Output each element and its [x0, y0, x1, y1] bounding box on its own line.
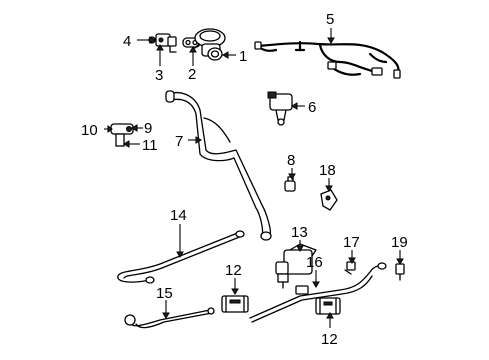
callout-2: 2: [188, 66, 196, 83]
callout-14: 14: [170, 207, 187, 224]
callout-3: 3: [155, 67, 163, 84]
part-fitting: [284, 176, 296, 192]
callout-13: 13: [291, 224, 308, 241]
part-sensor-bracket: [148, 33, 177, 53]
part-canister-left: [221, 295, 249, 313]
callout-4: 4: [123, 33, 131, 50]
part-small-sensor: [344, 261, 356, 275]
part-canister-valve: [275, 243, 317, 289]
callout-7: 7: [175, 133, 183, 150]
part-clip: [320, 189, 338, 211]
callout-6: 6: [308, 99, 316, 116]
callout-9: 9: [144, 120, 152, 137]
part-hose-pipe: [165, 90, 272, 241]
part-harness: [254, 40, 401, 79]
callout-11: 11: [142, 137, 158, 154]
part-solenoid: [267, 91, 293, 126]
part-canister-right: [315, 297, 341, 315]
callout-15: 15: [156, 285, 173, 302]
callout-8: 8: [287, 152, 295, 169]
callout-18: 18: [319, 162, 336, 179]
part-pipe-assembly: [249, 262, 387, 323]
callout-5: 5: [326, 11, 334, 28]
callout-12b: 12: [321, 331, 338, 348]
part-long-tube: [117, 230, 245, 284]
part-hose-lower: [124, 307, 215, 329]
part-sensor-cluster: [110, 123, 134, 147]
callout-1: 1: [239, 48, 247, 65]
callout-17: 17: [343, 234, 360, 251]
callout-12a: 12: [225, 262, 242, 279]
callout-16: 16: [306, 254, 323, 271]
callout-19: 19: [391, 234, 408, 251]
part-valve: [194, 28, 226, 61]
part-plug-sensor: [395, 263, 405, 281]
callout-10: 10: [81, 122, 98, 139]
